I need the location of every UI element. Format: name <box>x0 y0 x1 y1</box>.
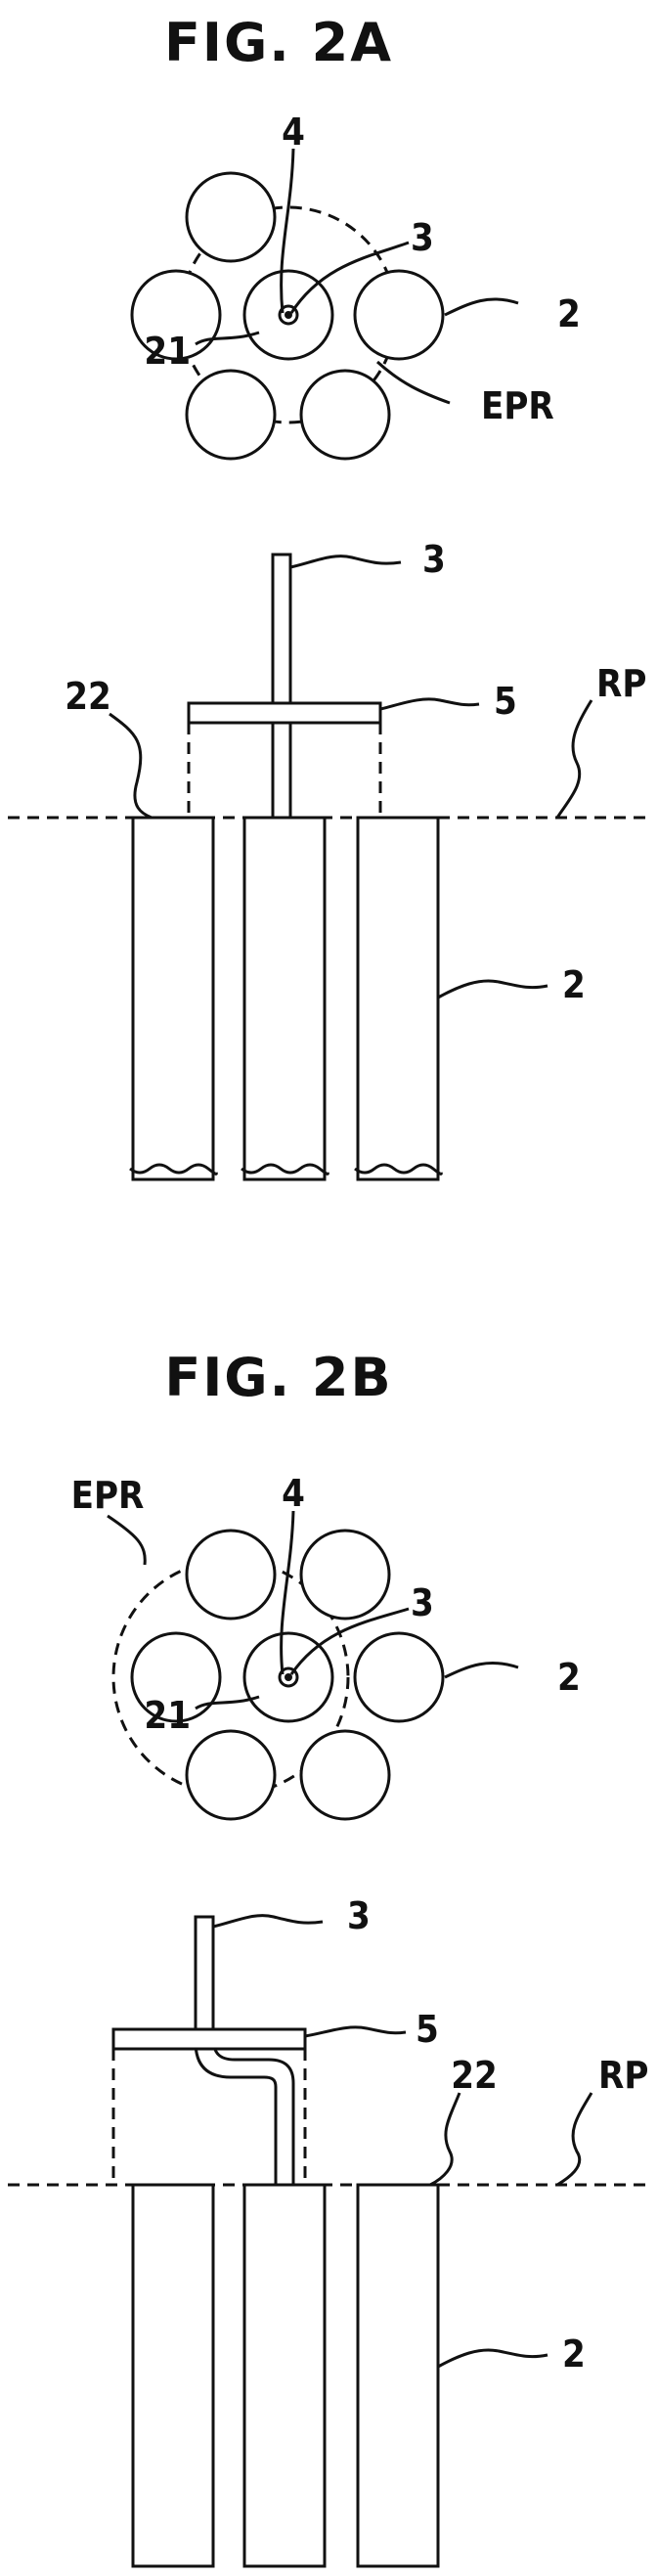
fig-2b-label-epr: EPR <box>71 1474 145 1517</box>
fig-2a-cylinder <box>187 173 275 261</box>
fig-2b-side-label-22: 22 <box>451 2054 498 2097</box>
fig-2a-column <box>133 818 213 1179</box>
fig-2b-cylinder <box>187 1731 275 1819</box>
fig-2a-side-leader-3 <box>290 556 401 567</box>
fig-2a-side-label-3: 3 <box>422 538 446 581</box>
fig-2b-side-label-2: 2 <box>562 2332 586 2376</box>
fig-2b-cylinder <box>355 1633 443 1721</box>
fig-2b-cylinder <box>187 1531 275 1619</box>
fig-2a-side-label-2: 2 <box>562 963 586 1006</box>
fig-2a-side-leader-5 <box>380 699 479 709</box>
fig-2a-label-21: 21 <box>144 330 191 373</box>
fig-2a-side-label-5: 5 <box>494 680 517 723</box>
fig-2b-side-leader-rp <box>557 2093 592 2185</box>
fig-2b-side-view: 3 5 22 RP 2 <box>8 1894 650 2566</box>
fig-2b-column <box>133 2185 213 2566</box>
fig-2b-top-view: EPR 4 3 2 21 <box>71 1472 581 1819</box>
fig-2a-column <box>358 818 438 1179</box>
fig-2b-side-leader-5 <box>305 2027 406 2036</box>
fig-2a-plate <box>189 703 380 723</box>
fig-2b-plate <box>113 2029 305 2049</box>
fig-2b-side-leader-22 <box>430 2093 460 2185</box>
fig-2a-label-2: 2 <box>557 292 581 335</box>
fig-2b-column <box>358 2185 438 2566</box>
fig-2b-label-21: 21 <box>144 1694 191 1737</box>
fig-2a-side-leader-2 <box>438 981 548 998</box>
fig-2b-side-label-5: 5 <box>416 2008 439 2051</box>
fig-2a-label-4: 4 <box>282 111 305 154</box>
fig-2b-title: FIG. 2B <box>164 1347 392 1408</box>
fig-2b-column <box>244 2185 325 2566</box>
fig-2a-label-epr: EPR <box>481 384 554 427</box>
fig-2b-side-label-rp: RP <box>598 2054 648 2097</box>
fig-2a-side-view: 3 22 5 RP 2 <box>8 538 650 1179</box>
fig-2a-top-view: 4 3 2 21 EPR <box>132 111 581 459</box>
fig-2a-cylinder <box>355 271 443 359</box>
fig-2a-side-leader-rp <box>557 700 592 818</box>
fig-2a-cylinder <box>187 371 275 459</box>
fig-2a-column <box>244 818 325 1179</box>
fig-2a-conductor-rod <box>273 555 290 819</box>
fig-2b-label-3: 3 <box>411 1581 434 1624</box>
fig-2b-cylinder <box>301 1531 389 1619</box>
fig-2a-side-leader-22 <box>110 714 152 818</box>
fig-2b-side-leader-2 <box>438 2350 548 2367</box>
fig-2b-cylinder <box>301 1731 389 1819</box>
fig-2a-side-label-rp: RP <box>596 662 646 705</box>
fig-2b-label-4: 4 <box>282 1472 305 1515</box>
fig-2a-side-label-22: 22 <box>65 675 111 718</box>
fig-2b-side-label-3: 3 <box>347 1894 371 1937</box>
fig-2a-title: FIG. 2A <box>164 12 393 73</box>
fig-2b-leader-2 <box>445 1663 518 1677</box>
fig-2b-leader-epr <box>108 1516 145 1565</box>
fig-2a-leader-epr <box>377 362 450 403</box>
fig-2a-label-3: 3 <box>411 216 434 259</box>
fig-2a-cylinder <box>301 371 389 459</box>
fig-2b-conductor-rod <box>196 1917 293 2185</box>
fig-2a-leader-2 <box>445 299 518 315</box>
fig-2b-label-2: 2 <box>557 1656 581 1699</box>
fig-2b-conductor-core <box>285 1673 292 1681</box>
fig-2b-side-leader-3 <box>213 1916 323 1927</box>
